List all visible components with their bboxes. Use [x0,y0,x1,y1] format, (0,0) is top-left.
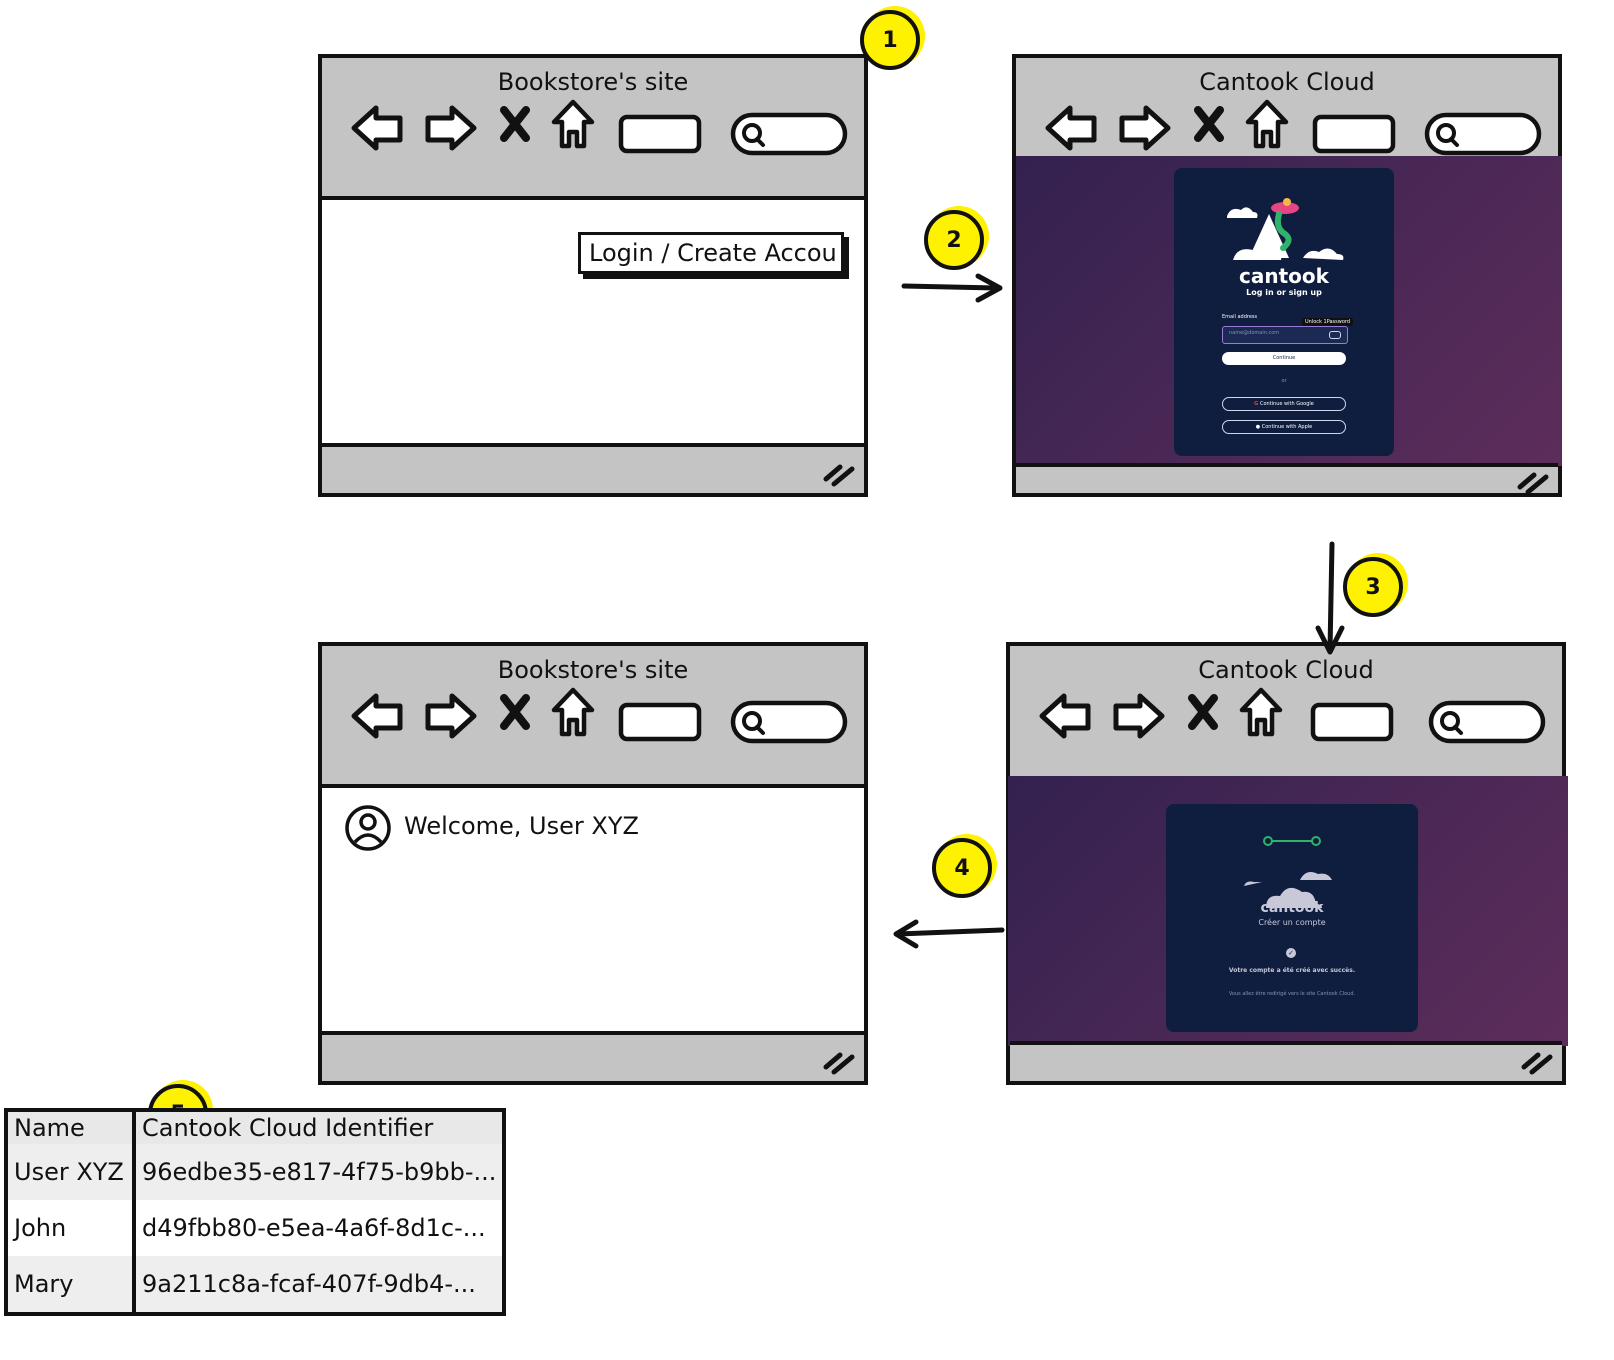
continue-with-google-button[interactable]: G Continue with Google [1222,397,1346,411]
table-row: John d49fbb80-e5ea-4a6f-8d1c-... [6,1200,504,1256]
or-separator: or [1281,378,1287,384]
flow-arrow-3 [1315,541,1345,655]
bookstore-window-welcome: Bookstore's site Welcome, User XYZ [318,642,868,1085]
google-icon: G [1254,401,1260,407]
cantook-logo: cantook [1239,264,1329,288]
cantook-logo: cantook [1260,900,1324,916]
address-bar[interactable] [618,702,702,742]
status-bar [322,1031,864,1081]
address-bar[interactable] [1312,114,1396,154]
welcome-message: Welcome, User XYZ [404,812,639,840]
back-arrow-icon[interactable] [350,104,406,152]
step-badge-3: 3 [1343,557,1403,617]
table-row: User XYZ 96edbe35-e817-4f75-b9bb-... [6,1144,505,1200]
login-create-account-button[interactable]: Login / Create Accou [578,232,844,274]
search-icon[interactable] [1424,112,1542,156]
search-icon[interactable] [1428,700,1546,744]
table-cell-identifier: d49fbb80-e5ea-4a6f-8d1c-... [142,1214,486,1242]
cantook-window-login: Cantook Cloud cantook Log in or sign up … [1012,54,1562,497]
home-icon[interactable] [1238,686,1284,738]
bookstore-window-login: Bookstore's site Login / Create Accou [318,54,868,497]
browser-toolbar: Cantook Cloud [1010,646,1562,776]
table-row: Mary 9a211c8a-fcaf-407f-9db4-... [6,1256,505,1314]
cantook-window-success: Cantook Cloud cantook Créer un compte [1006,642,1568,1085]
flow-arrow-2 [901,273,1003,303]
continue-label: Continue [1272,355,1296,361]
browser-nav [350,98,850,168]
google-label: Continue with Google [1259,401,1314,407]
home-icon[interactable] [550,98,596,150]
status-bar [1010,1041,1562,1081]
table-cell-name: Mary [6,1256,136,1314]
home-icon[interactable] [550,686,596,738]
login-subtitle: Log in or sign up [1246,288,1322,297]
step-badge-2: 2 [924,210,984,270]
continue-button[interactable]: Continue [1222,352,1346,365]
forward-arrow-icon[interactable] [422,104,478,152]
browser-toolbar: Bookstore's site [322,646,864,788]
table-cell-name: User XYZ [6,1144,136,1200]
flow-arrow-4 [893,919,1005,949]
back-arrow-icon[interactable] [1038,692,1094,740]
redirect-message: Vous allez être redirigé vers le site Ca… [1228,991,1356,997]
email-placeholder: name@domain.com [1229,330,1280,336]
resize-grip-icon[interactable] [822,461,856,487]
forward-arrow-icon[interactable] [1110,692,1166,740]
window-title: Cantook Cloud [1199,68,1375,96]
address-bar[interactable] [618,114,702,154]
cloud-icon [1244,872,1332,908]
progress-steps-icon [1263,836,1321,846]
resize-grip-icon[interactable] [1520,1049,1554,1075]
cantook-page-background: cantook Log in or sign up Email address … [1016,156,1562,466]
search-icon[interactable] [730,112,848,156]
close-x-icon[interactable] [500,106,530,142]
checkmark-icon: ✓ [1286,948,1296,958]
close-x-icon[interactable] [1194,106,1224,142]
user-avatar-icon[interactable] [344,804,392,852]
search-icon[interactable] [730,700,848,744]
table-cell-name: John [6,1200,136,1256]
table-header-identifier: Cantook Cloud Identifier [134,1110,505,1144]
table-cell-identifier: 96edbe35-e817-4f75-b9bb-... [134,1144,505,1200]
forward-arrow-icon[interactable] [1116,104,1172,152]
browser-toolbar: Bookstore's site [322,58,864,200]
table-cell-identifier: 9a211c8a-fcaf-407f-9db4-... [134,1256,505,1314]
close-x-icon[interactable] [1188,694,1218,730]
forward-arrow-icon[interactable] [422,692,478,740]
close-x-icon[interactable] [500,694,530,730]
status-bar [322,443,864,493]
step-badge-1: 1 [860,10,920,70]
password-manager-tooltip: Unlock 1Password [1302,318,1354,326]
email-label: Email address [1222,314,1258,320]
window-title: Cantook Cloud [1198,656,1374,684]
success-card: cantook Créer un compte ✓ Votre compte a… [1166,804,1418,1032]
browser-nav [350,686,850,756]
create-account-subtitle: Créer un compte [1258,918,1326,927]
table-header-row: Name Cantook Cloud Identifier [6,1110,505,1144]
browser-nav [1038,686,1538,756]
cantook-page-background: cantook Créer un compte ✓ Votre compte a… [1008,776,1568,1046]
address-bar[interactable] [1306,702,1398,742]
apple-icon: ● [1255,424,1262,430]
status-bar [1016,463,1558,493]
success-message: Votre compte a été créé avec succès. [1228,967,1356,974]
email-field[interactable]: name@domain.com [1222,326,1348,344]
resize-grip-icon[interactable] [1516,469,1550,495]
table-header-name: Name [6,1110,136,1144]
identifier-mapping-table: Name Cantook Cloud Identifier User XYZ 9… [4,1108,507,1316]
window-title: Bookstore's site [497,68,689,96]
window-title: Bookstore's site [497,656,689,684]
home-icon[interactable] [1244,98,1290,150]
resize-grip-icon[interactable] [822,1049,856,1075]
login-card: cantook Log in or sign up Email address … [1174,168,1394,456]
browser-toolbar: Cantook Cloud [1016,58,1558,156]
back-arrow-icon[interactable] [1044,104,1100,152]
continue-with-apple-button[interactable]: ● Continue with Apple [1222,420,1346,434]
step-badge-4: 4 [932,838,992,898]
password-manager-icon[interactable] [1329,331,1341,339]
back-arrow-icon[interactable] [350,692,406,740]
cantook-illustration [1227,198,1344,260]
apple-label: Continue with Apple [1261,424,1313,430]
